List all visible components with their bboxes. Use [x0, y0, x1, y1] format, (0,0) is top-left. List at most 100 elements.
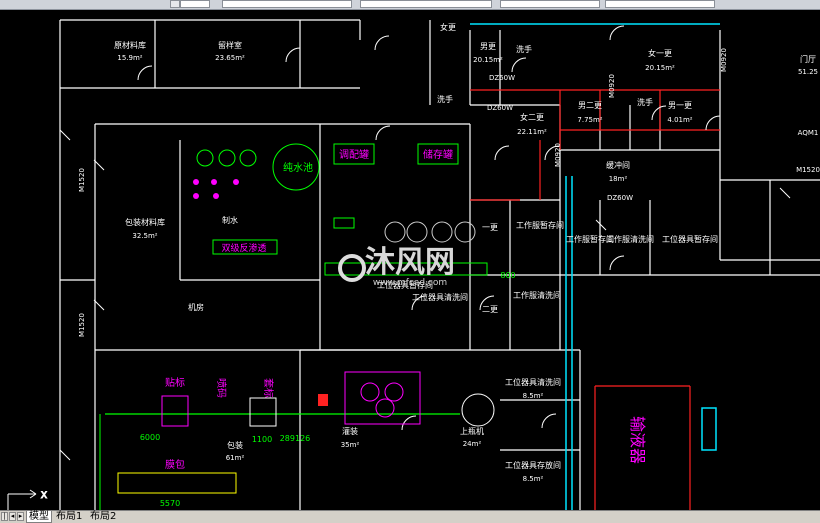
water-tank-icon [239, 149, 257, 167]
watermark-sub: www.mfcad.com [373, 278, 447, 288]
filling-head-icon [360, 382, 380, 402]
room-name-m2: 男二更 [578, 101, 602, 110]
layout-tabs-bar: | ◂ ▸ 模型 布局1 布局2 [0, 510, 820, 523]
equipment-label-wrap: 膜包 [165, 458, 185, 471]
water-tank-icon [218, 149, 236, 167]
door-swing [285, 47, 301, 63]
room-name-buffer: 缓冲间 [606, 160, 630, 170]
room-area-door_area: 51.25 [798, 68, 818, 76]
door-tag: DZ60W [489, 74, 515, 82]
room-name-cloth_store: 工作服暂存间 [516, 220, 564, 230]
room-name-wash3: 洗手 [637, 97, 653, 107]
label-machine [161, 395, 189, 427]
ucs-icon: X [7, 489, 48, 510]
room-area-buffer: 18m² [609, 175, 628, 183]
room-name-pack2: 包装 [227, 440, 243, 450]
door-leaf [595, 219, 607, 231]
red-walls [470, 89, 720, 515]
door-swing [411, 295, 427, 311]
tab-layout1[interactable]: 布局1 [56, 511, 83, 522]
filter-icon [431, 221, 453, 243]
pipe-box [324, 262, 488, 276]
room-area-m1: 20.15m² [473, 56, 503, 64]
watermark-main: 沐风网 [365, 245, 455, 280]
room-area-tool_keep: 8.5m² [523, 475, 544, 483]
door-swing [401, 415, 417, 431]
door-tag: DZ60W [487, 104, 513, 112]
room-name-cloth_wash: 工作服清洗间 [513, 290, 561, 300]
valve-icon [193, 179, 199, 185]
room-area-w2: 22.11m² [517, 128, 547, 136]
filling-head-icon [375, 398, 395, 418]
door-swing [651, 105, 667, 121]
room-name-cloth_store2: 工作服暂存间 [566, 234, 614, 244]
door-swing [541, 413, 557, 429]
toolbar [0, 0, 820, 10]
room-name-water: 制水 [222, 215, 238, 225]
room-name-machine: 机房 [188, 302, 204, 312]
room-name-upper: 上瓶机 [460, 426, 484, 436]
room-area-tool_wash2: 8.5m² [523, 392, 544, 400]
equipment-label-transfer: 输液器 [628, 416, 647, 464]
bottle-feeder-icon [461, 393, 495, 427]
door-swing [137, 65, 153, 81]
drawing-canvas[interactable]: 原材料库15.9m²留样室23.65m²包装材料库32.5m²机房制水女更男更2… [0, 10, 820, 520]
doors [59, 25, 791, 461]
dimension-text: 1100 [252, 435, 272, 444]
door-tag: M1520 [78, 168, 86, 192]
room-area-upper: 24m² [463, 440, 482, 448]
room-name-tool_store: 工位器具暂存间 [377, 280, 433, 290]
door-swing [479, 295, 495, 311]
door-leaf [93, 299, 105, 311]
dimension-text: 5570 [160, 499, 180, 508]
room-name-sample: 留样室 [218, 40, 242, 50]
cabinet [701, 407, 717, 451]
room-area-m2: 7.75m² [577, 116, 602, 124]
room-name-tool_keep: 工位器具存放间 [505, 460, 561, 470]
door-tag: DZ60W [607, 194, 633, 202]
door-swing [511, 57, 527, 73]
room-area-sample: 23.65m² [215, 54, 245, 62]
ucs-x-label: X [41, 491, 47, 501]
door-swing [375, 125, 391, 141]
room-name-fill: 灌装 [342, 426, 358, 436]
layer-select[interactable] [222, 0, 352, 8]
wrap-machine [117, 472, 237, 494]
tab-layout2[interactable]: 布局2 [90, 511, 117, 522]
lineweight-select[interactable] [500, 0, 600, 8]
plotstyle-select[interactable] [605, 0, 715, 8]
equipment-label-prep: 调配罐 [339, 148, 369, 161]
linetype-select[interactable] [360, 0, 492, 8]
room-name-w1: 女一更 [648, 48, 672, 58]
room-name-door_area: 门厅 [800, 54, 816, 64]
water-tank-icon [196, 149, 214, 167]
door-tag: M0920 [720, 48, 728, 72]
valve-icon [193, 193, 199, 199]
room-name-women: 女更 [440, 22, 456, 32]
room-area-pack2: 61m² [226, 454, 245, 462]
nav-next-icon[interactable]: ▸ [17, 512, 24, 521]
room-name-m1: 男更 [480, 42, 496, 51]
ro-unit [212, 239, 278, 255]
filter-icon [406, 221, 428, 243]
cover-machine [318, 394, 328, 406]
layer-field[interactable] [180, 0, 210, 8]
tab-model[interactable]: 模型 [26, 511, 52, 523]
door-leaf [59, 449, 71, 461]
pure-water-tank-icon [272, 143, 320, 191]
cyan-walls [470, 23, 720, 520]
equipment-label-cover: 套标 [262, 378, 275, 398]
nav-first-icon[interactable]: | [1, 512, 8, 521]
spray-machine [249, 397, 277, 427]
dropdown-button[interactable] [170, 0, 180, 8]
dimension-text: 6000 [140, 433, 160, 442]
door-swing [494, 145, 510, 161]
filling-machine [344, 371, 421, 425]
room-area-raw: 15.9m² [117, 54, 142, 62]
nav-prev-icon[interactable]: ◂ [9, 512, 16, 521]
door-tag: M0920 [554, 143, 562, 167]
room-name-tool_store2: 工位器具暂存间 [662, 234, 718, 244]
door-tag: AQM1 [798, 129, 819, 137]
room-name-w2: 女二更 [520, 112, 544, 122]
